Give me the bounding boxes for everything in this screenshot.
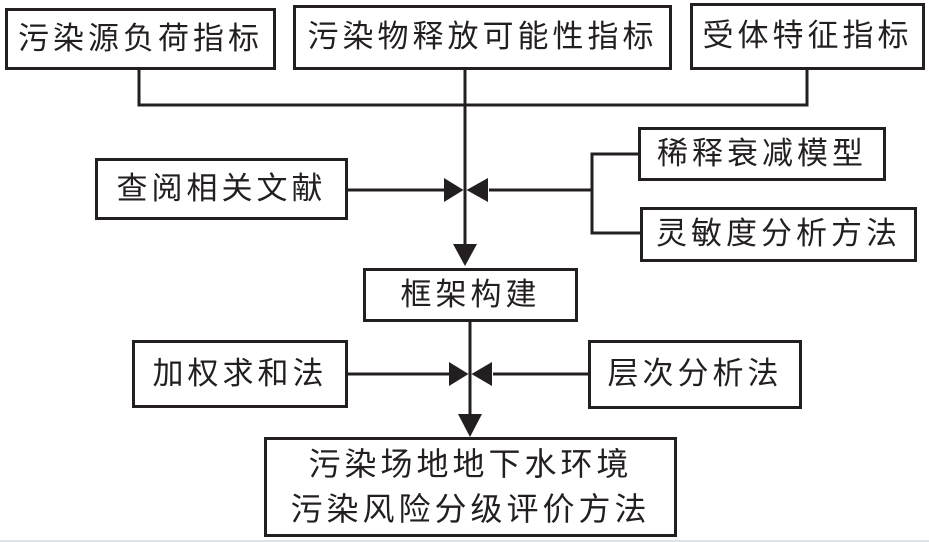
arrowhead-weighted-right [449, 362, 469, 386]
arrowhead-down-to-framework [453, 244, 477, 266]
bottom-edge-strip [0, 540, 929, 542]
node-label: 加权求和法 [152, 355, 328, 391]
node-label: 污染物释放可能性指标 [307, 19, 658, 55]
node-label: 框架构建 [400, 276, 541, 312]
node-label: 受体特征指标 [702, 18, 913, 54]
arrowhead-down-to-result [458, 414, 482, 437]
node-final-evaluation-method: 污染场地地下水环境 污染风险分级评价方法 [264, 437, 677, 537]
node-analytic-hierarchy-process: 层次分析法 [588, 340, 802, 409]
node-weighted-sum-method: 加权求和法 [132, 340, 348, 408]
node-label: 灵敏度分析方法 [656, 216, 901, 252]
node-label: 层次分析法 [607, 356, 783, 392]
node-pollution-source-load-index: 污染源负荷指标 [5, 8, 276, 70]
node-label: 查阅相关文献 [116, 170, 327, 206]
node-label-line2: 污染风险分级评价方法 [290, 491, 651, 527]
node-sensitivity-analysis-method: 灵敏度分析方法 [640, 207, 917, 262]
node-receptor-characteristic-index: 受体特征指标 [690, 3, 925, 70]
node-dilution-attenuation-model: 稀释衰减模型 [638, 127, 886, 181]
node-pollutant-release-possibility-index: 污染物释放可能性指标 [293, 5, 672, 70]
node-label-line1: 污染场地地下水环境 [308, 446, 633, 482]
arrowhead-literature-right [444, 178, 464, 202]
node-framework-construction: 框架构建 [363, 268, 578, 322]
arrowhead-ahp-left [471, 362, 492, 386]
node-review-literature: 查阅相关文献 [95, 158, 348, 220]
node-label: 污染源负荷指标 [18, 20, 263, 56]
arrowhead-models-left [466, 178, 488, 202]
node-label: 稀释衰减模型 [657, 135, 867, 171]
